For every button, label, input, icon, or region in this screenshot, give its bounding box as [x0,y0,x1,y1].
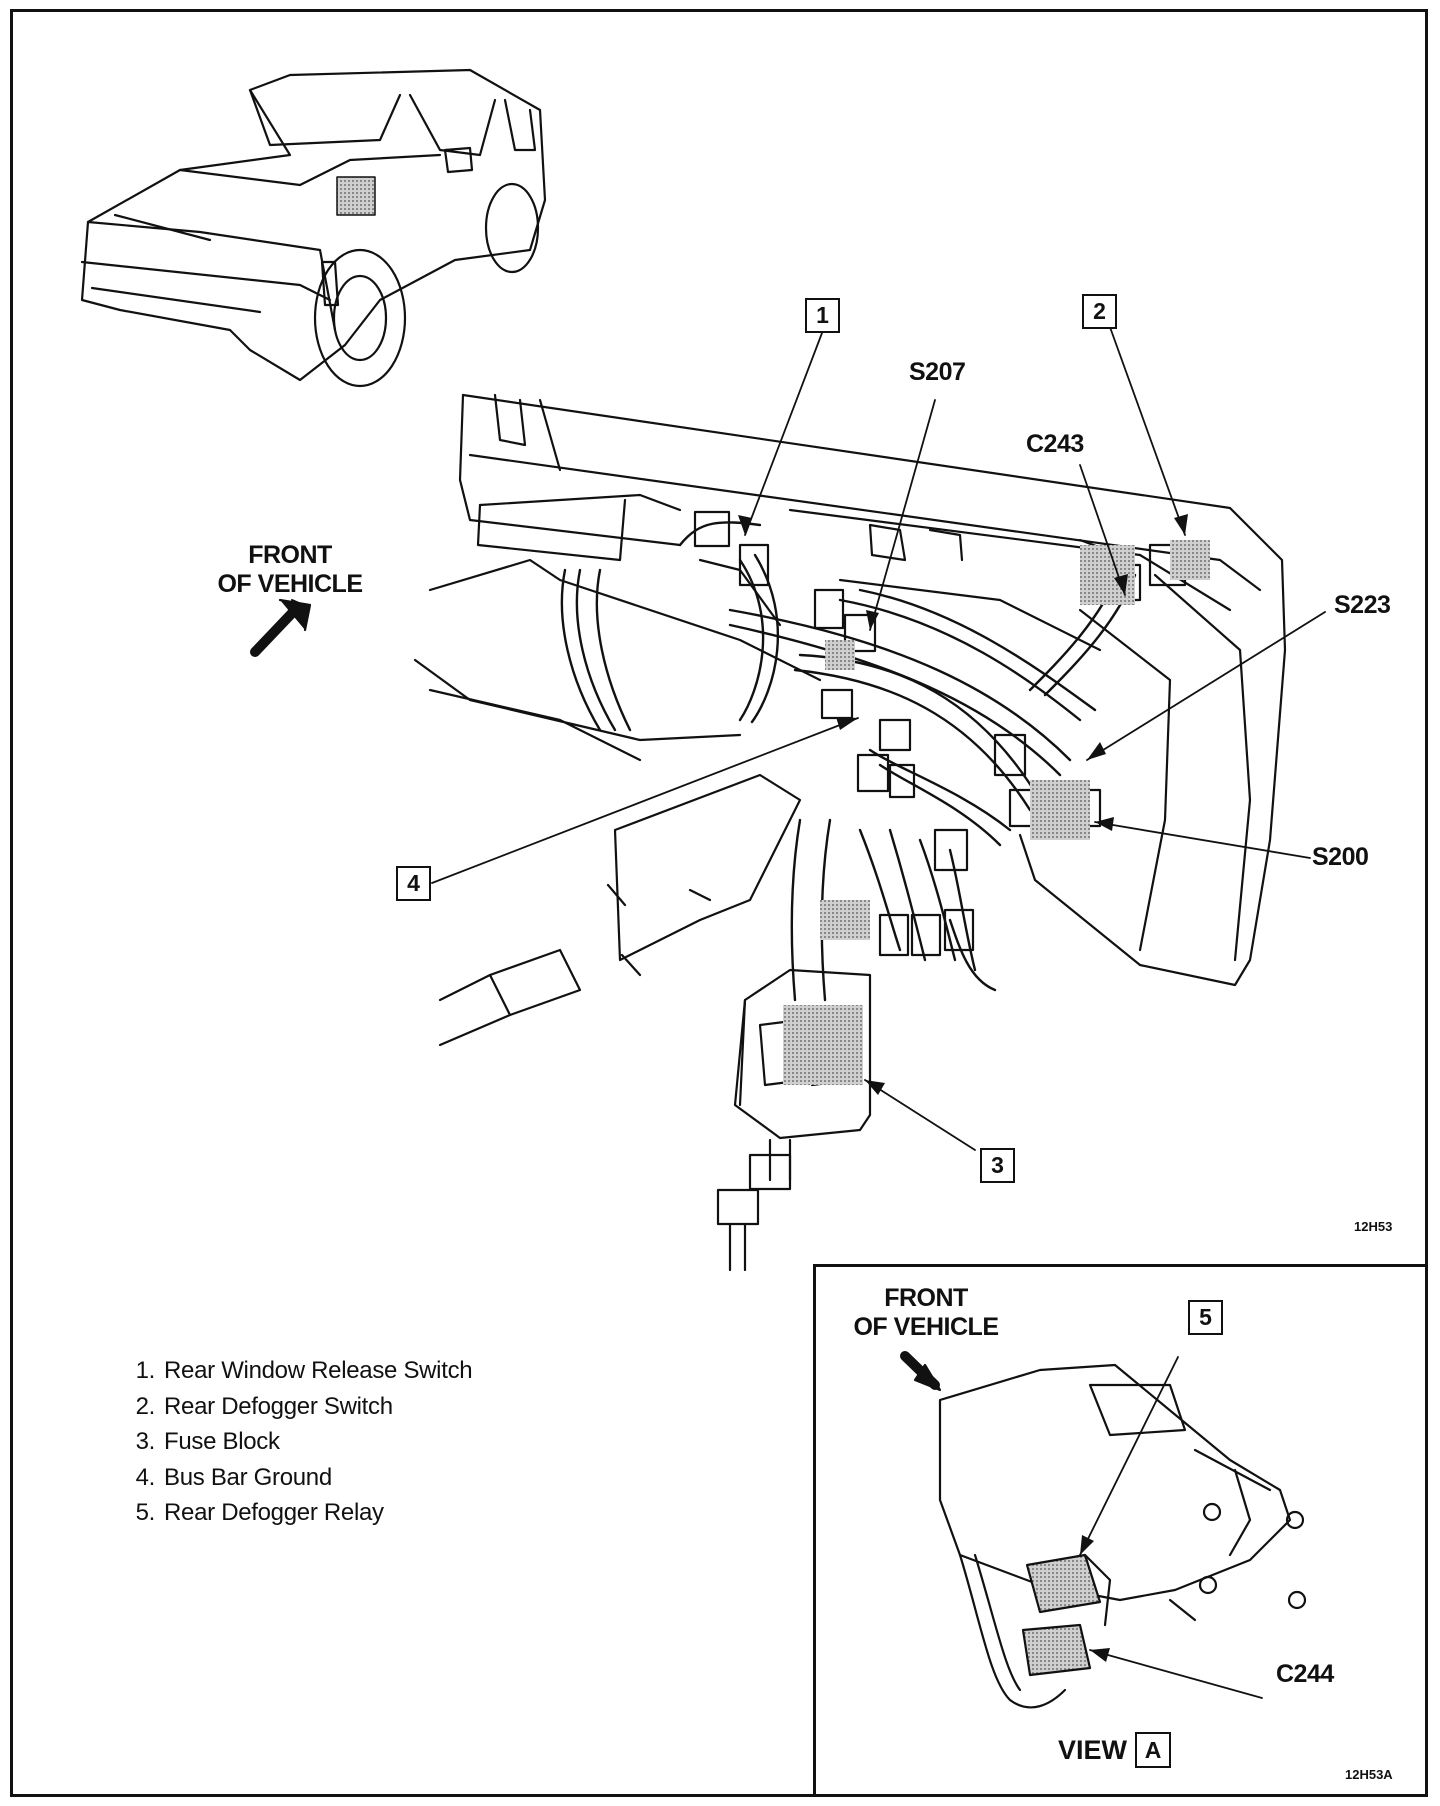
legend-item: 5. Rear Defogger Relay [110,1499,472,1535]
legend-number: 1. [135,1357,156,1384]
splice-label-s207: S207 [909,358,966,386]
connector-label-c243: C243 [1026,430,1084,458]
view-front-of-vehicle-label: FRONT OF VEHICLE [836,1284,1016,1342]
view-letter-box: A [1135,1732,1172,1768]
callout-3: 3 [980,1148,1015,1183]
callout-4: 4 [396,866,431,901]
vehicle-locator-drawing [80,68,547,388]
legend-text: Fuse Block [164,1428,280,1455]
legend-text: Rear Defogger Relay [164,1499,384,1526]
callout-5: 5 [1188,1300,1223,1335]
legend-number: 4. [135,1463,156,1491]
view-a-drawing [938,1363,1307,1709]
connector-label-c244: C244 [1276,1660,1334,1688]
legend-number: 5. [135,1499,156,1526]
front-text: FRONT [248,541,332,569]
of-vehicle-text: OF VEHICLE [217,570,363,598]
legend-number: 2. [135,1392,156,1420]
view-front-text: FRONT [884,1284,968,1312]
legend-text: Bus Bar Ground [164,1463,332,1491]
view-a-inset-frame [813,1264,1428,1797]
legend-item: 2. Rear Defogger Switch [110,1393,472,1429]
view-label: VIEW [1058,1734,1128,1765]
legend-item: 3. Fuse Block [110,1428,472,1464]
fuse-block-drawing [716,968,872,1272]
leader-lines [431,304,1326,1151]
legend-item: 4. Bus Bar Ground [110,1464,472,1500]
splice-label-s223: S223 [1334,591,1391,619]
legend-item: 1. Rear Window Release Switch [110,1357,473,1393]
legend-text: Rear Window Release Switch [164,1357,473,1384]
wiring-harness-drawing [560,521,1137,1002]
figure-code-view: 12H53A [1345,1767,1393,1782]
diagram-frame [10,9,1428,1797]
figure-code-main: 12H53 [1354,1219,1393,1234]
view-of-vehicle-text: OF VEHICLE [853,1313,999,1341]
callout-2: 2 [1082,294,1117,329]
legend-number: 3. [135,1428,156,1455]
transmission-drawing [438,773,802,1047]
front-of-vehicle-label: FRONT OF VEHICLE [200,541,380,599]
legend-text: Rear Defogger Switch [164,1392,393,1420]
splice-label-s200: S200 [1312,843,1369,871]
callout-1: 1 [805,298,840,333]
view-a-caption: VIEW A [1058,1732,1172,1768]
component-legend: 1. Rear Window Release Switch 2. Rear Defo… [110,1357,473,1535]
